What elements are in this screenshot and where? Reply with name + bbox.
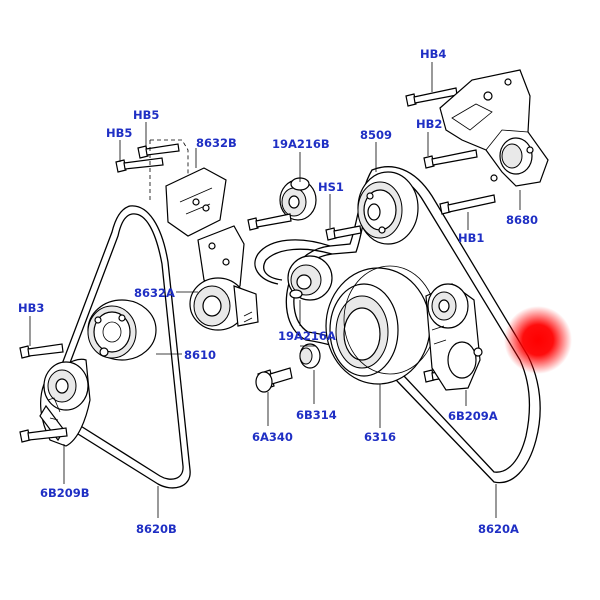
label-hb5-top: HB5 <box>133 108 159 122</box>
label-8509: 8509 <box>360 128 392 142</box>
label-8620b: 8620B <box>136 522 177 536</box>
label-hb5-left: HB5 <box>106 126 132 140</box>
label-8632a: 8632A <box>134 286 175 300</box>
bolt-hb1 <box>439 194 496 215</box>
tensioner-8632a <box>189 225 259 331</box>
crank-pulley-6316 <box>325 265 437 385</box>
label-hb1: HB1 <box>458 231 484 245</box>
bolt-hb3 <box>19 343 64 359</box>
label-6316: 6316 <box>364 430 396 444</box>
bracket-8632b <box>149 139 227 237</box>
bracket-8680 <box>439 69 549 187</box>
bolt-hs1 <box>325 225 362 241</box>
red-marker <box>504 306 572 374</box>
bolt-6a340 <box>255 367 293 393</box>
label-hb4: HB4 <box>420 47 446 61</box>
label-8610: 8610 <box>184 348 216 362</box>
tensioner-6b209a <box>425 283 483 391</box>
part-labels: HB4 HB5 HB5 8632B 19A216B 8509 HB2 HS1 8… <box>18 47 538 536</box>
label-6b209a: 6B209A <box>448 409 498 423</box>
label-hb2: HB2 <box>416 117 442 131</box>
bolt-hb5-upper <box>137 143 180 159</box>
pulley-8509 <box>357 171 419 245</box>
pulley-8610 <box>87 299 157 361</box>
label-6a340: 6A340 <box>252 430 293 444</box>
idler-19a216a <box>287 255 333 301</box>
label-hb3: HB3 <box>18 301 44 315</box>
label-6b314: 6B314 <box>296 408 337 422</box>
bolt-lower-left <box>19 427 68 443</box>
label-19a216b: 19A216B <box>272 137 330 151</box>
label-8680: 8680 <box>506 213 538 227</box>
label-hs1: HS1 <box>318 180 344 194</box>
spacer-6b314 <box>299 343 321 369</box>
bolt-hb5-lower <box>115 157 164 173</box>
label-6b209b: 6B209B <box>40 486 90 500</box>
label-8620a: 8620A <box>478 522 519 536</box>
label-8632b: 8632B <box>196 136 237 150</box>
belt-8620b <box>49 205 191 489</box>
idler-19a216b <box>247 177 317 231</box>
label-19a216a: 19A216A <box>278 329 336 343</box>
leader-lines <box>29 62 521 518</box>
bolt-hb2 <box>423 149 478 169</box>
